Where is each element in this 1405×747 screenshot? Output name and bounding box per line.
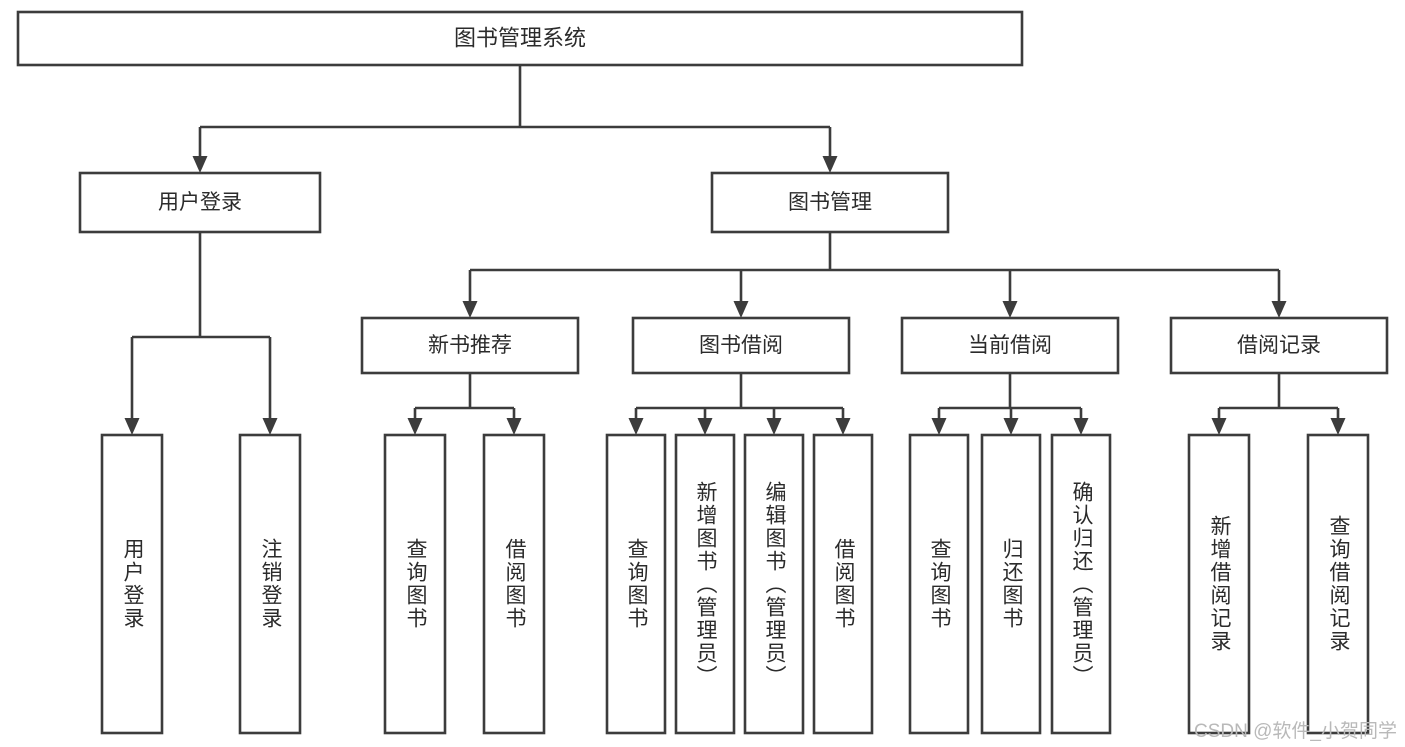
node-leaf-query-book-2-box[interactable] bbox=[605, 433, 667, 735]
node-user-login-label: 用户登录 bbox=[158, 191, 242, 214]
node-borrow-record-label: 借阅记录 bbox=[1237, 334, 1321, 357]
node-book-borrow-box[interactable] bbox=[631, 316, 851, 375]
book-manage-arrow-2 bbox=[1002, 301, 1018, 318]
node-leaf-return-book-box[interactable] bbox=[980, 433, 1042, 735]
node-leaf-add-record-box[interactable] bbox=[1187, 433, 1251, 735]
node-leaf-confirm-return-box[interactable] bbox=[1050, 433, 1112, 735]
node-leaf-user-login-box[interactable] bbox=[100, 433, 164, 735]
current-borrow-arrow-2 bbox=[1073, 418, 1089, 435]
book-borrow-arrow-1 bbox=[697, 418, 713, 435]
node-current-borrow-box[interactable] bbox=[900, 316, 1120, 375]
node-current-borrow-label: 当前借阅 bbox=[968, 334, 1052, 357]
connector-layer bbox=[124, 65, 1346, 435]
current-borrow-arrow-0 bbox=[931, 418, 947, 435]
user-login-arrow-1 bbox=[262, 418, 278, 435]
borrow-record-arrow-0 bbox=[1211, 418, 1227, 435]
node-book-borrow-label: 图书借阅 bbox=[699, 334, 783, 357]
root-arrow-0 bbox=[192, 156, 208, 173]
book-borrow-arrow-2 bbox=[766, 418, 782, 435]
node-book-manage-label: 图书管理 bbox=[788, 191, 872, 214]
node-leaf-user-logout-box[interactable] bbox=[238, 433, 302, 735]
node-leaf-add-book-box[interactable] bbox=[674, 433, 736, 735]
new-book-rec-arrow-1 bbox=[506, 418, 522, 435]
book-borrow-arrow-0 bbox=[628, 418, 644, 435]
book-manage-arrow-0 bbox=[462, 301, 478, 318]
node-borrow-record-box[interactable] bbox=[1169, 316, 1389, 375]
book-manage-arrow-3 bbox=[1271, 301, 1287, 318]
book-borrow-arrow-3 bbox=[835, 418, 851, 435]
borrow-record-arrow-1 bbox=[1330, 418, 1346, 435]
node-new-book-rec-box[interactable] bbox=[360, 316, 580, 375]
user-login-arrow-0 bbox=[124, 418, 140, 435]
node-leaf-query-record-box[interactable] bbox=[1306, 433, 1370, 735]
new-book-rec-arrow-0 bbox=[407, 418, 423, 435]
root-arrow-1 bbox=[822, 156, 838, 173]
node-leaf-edit-book-box[interactable] bbox=[743, 433, 805, 735]
node-book-manage-box[interactable] bbox=[710, 171, 950, 234]
book-manage-arrow-1 bbox=[733, 301, 749, 318]
node-root-label: 图书管理系统 bbox=[454, 25, 586, 50]
node-leaf-query-book-1-box[interactable] bbox=[383, 433, 447, 735]
current-borrow-arrow-1 bbox=[1003, 418, 1019, 435]
node-leaf-borrow-book-2-box[interactable] bbox=[812, 433, 874, 735]
node-new-book-rec-label: 新书推荐 bbox=[428, 334, 512, 357]
node-leaf-query-book-3-box[interactable] bbox=[908, 433, 970, 735]
node-root-box[interactable] bbox=[16, 10, 1024, 67]
node-user-login-box[interactable] bbox=[78, 171, 322, 234]
node-leaf-borrow-book-1-box[interactable] bbox=[482, 433, 546, 735]
watermark-text: CSDN @软件_小贺同学 bbox=[1194, 721, 1397, 742]
